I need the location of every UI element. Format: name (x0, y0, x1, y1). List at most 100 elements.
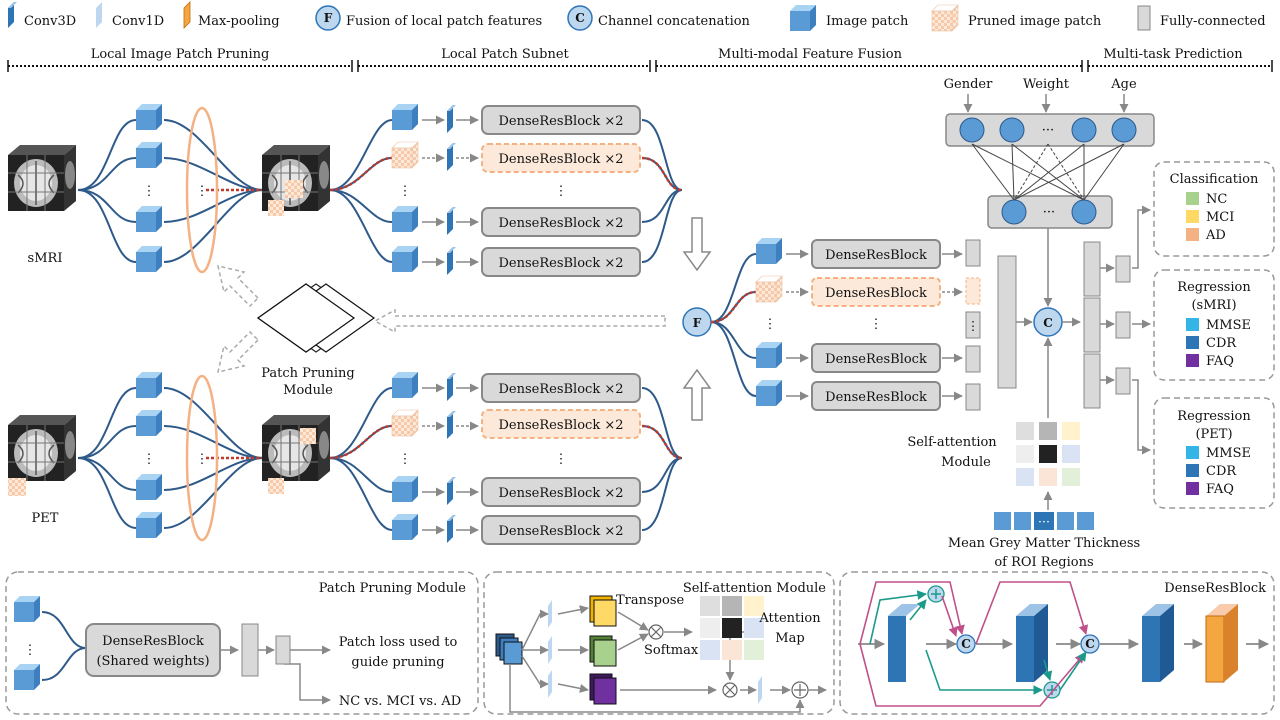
sa-label-line2: Module (941, 455, 991, 470)
ppm-label-line1: Patch Pruning (261, 366, 354, 381)
svg-text:DenseResBlock ×2: DenseResBlock ×2 (499, 418, 624, 433)
svg-text:⋮: ⋮ (764, 317, 777, 332)
up-hollow-arrow (682, 368, 712, 421)
age-label: Age (1110, 77, 1137, 92)
svg-text:DenseResBlock ×2: DenseResBlock ×2 (499, 256, 624, 271)
legend-fusion: Fusion of local patch features (346, 14, 542, 29)
svg-text:···: ··· (1043, 205, 1055, 220)
svg-text:DenseResBlock ×2: DenseResBlock ×2 (499, 486, 624, 501)
svg-text:C: C (961, 637, 971, 651)
roi-line1: Mean Grey Matter Thickness (948, 536, 1140, 551)
legend-fusion-symbol: F (324, 11, 333, 25)
smri-label: sMRI (28, 251, 63, 266)
fusion-subnet: ⋮ DenseResBlock DenseResBlock ⋮ DenseRes… (710, 238, 1033, 411)
svg-text:Regression: Regression (1177, 409, 1251, 424)
svg-text:CDR: CDR (1206, 336, 1237, 351)
svg-text:⋮: ⋮ (399, 184, 412, 199)
fusion-denseres-pruned (811, 277, 941, 307)
bottom-ppm-panel: Patch Pruning Module ⋮ DenseResBlock (Sh… (5, 571, 479, 715)
gender-label: Gender (944, 77, 993, 92)
svg-text:⋮: ⋮ (555, 184, 568, 199)
svg-text:⋮: ⋮ (196, 452, 209, 467)
svg-text:DenseResBlock: DenseResBlock (102, 634, 204, 649)
svg-text:(PET): (PET) (1195, 427, 1232, 442)
fusion-denseres-3 (811, 343, 941, 373)
section-prediction: Multi-task Prediction (1103, 47, 1243, 62)
prediction-heads: Classification NC MCI AD Regression (sMR… (1083, 161, 1275, 509)
legend-image-patch: Image patch (826, 14, 909, 29)
svg-text:MCI: MCI (1206, 210, 1234, 225)
svg-text:···: ··· (1042, 123, 1054, 138)
smri-denseres-1 (481, 105, 641, 135)
roi-line2: of ROI Regions (994, 555, 1093, 570)
self-attention-top: Self-attention Module ··· Mean Grey Matt… (907, 337, 1140, 570)
section-fusion: Multi-modal Feature Fusion (718, 47, 903, 62)
regression-pet-box (1153, 397, 1275, 509)
svg-text:FAQ: FAQ (1206, 482, 1234, 497)
svg-text:⋮: ⋮ (555, 452, 568, 467)
pet-pruned-brain (261, 414, 331, 482)
smri-pruning-ellipse (185, 106, 219, 274)
pet-branch: PET ⋮ ⋮ (7, 372, 683, 545)
svg-text:⋮: ⋮ (24, 643, 37, 658)
fc-legend-icon (1137, 5, 1151, 31)
attention-map-line1: Attention (758, 611, 821, 626)
section-pruning: Local Image Patch Pruning (91, 47, 270, 62)
svg-text:MMSE: MMSE (1206, 446, 1251, 461)
smri-denseres-pruned (481, 143, 641, 173)
svg-text:C: C (1043, 316, 1053, 330)
ppm-classes: NC vs. MCI vs. AD (339, 694, 461, 709)
bottom-drb-title: DenseResBlock (1164, 581, 1266, 596)
svg-text:···: ··· (1038, 514, 1050, 529)
legend: Conv3D Conv1D Max-pooling F Fusion of lo… (8, 1, 1266, 32)
maxpool-legend-icon (183, 1, 191, 29)
ppm-label-line2: Module (283, 383, 333, 398)
svg-text:DenseResBlock ×2: DenseResBlock ×2 (499, 216, 624, 231)
classification-title: Classification (1170, 172, 1259, 187)
pet-denseres-3 (481, 477, 641, 507)
svg-text:AD: AD (1205, 228, 1226, 243)
sa-label-line1: Self-attention (907, 435, 997, 450)
pet-denseres-pruned (481, 409, 641, 439)
svg-text:MMSE: MMSE (1206, 318, 1251, 333)
smri-denseres-3 (481, 207, 641, 237)
smri-denseres-4 (481, 247, 641, 277)
section-subnet: Local Patch Subnet (441, 47, 569, 62)
image-patch-legend-icon (790, 5, 816, 31)
pruned-patch-legend-icon (931, 4, 959, 32)
fusion-denseres-1 (811, 239, 941, 269)
svg-text:DenseResBlock: DenseResBlock (825, 286, 927, 301)
bottom-sa-panel: Self-attention Module Transp (483, 571, 835, 715)
svg-text:CDR: CDR (1206, 464, 1237, 479)
svg-text:DenseResBlock: DenseResBlock (825, 390, 927, 405)
demographic-mlp: Gender Weight Age ··· ··· (944, 77, 1155, 307)
bottom-drb-panel: DenseResBlock C C (839, 571, 1275, 715)
conv3d-legend-icon (8, 2, 17, 28)
legend-fc: Fully-connected (1160, 14, 1266, 29)
pet-denseres-1 (481, 373, 641, 403)
svg-text:⋮: ⋮ (870, 317, 883, 332)
svg-text:DenseResBlock ×2: DenseResBlock ×2 (499, 152, 624, 167)
pet-denseres-4 (481, 515, 641, 545)
transpose-label: Transpose (616, 593, 684, 608)
bottom-sa-title: Self-attention Module (683, 581, 826, 596)
legend-concat: Channel concatenation (598, 14, 751, 29)
fusion-denseres-4 (811, 381, 941, 411)
svg-text:Regression: Regression (1177, 280, 1251, 295)
svg-text:DenseResBlock ×2: DenseResBlock ×2 (499, 382, 624, 397)
smri-brain-cube (7, 144, 77, 212)
legend-conv3d: Conv3D (24, 14, 76, 29)
legend-maxpool: Max-pooling (198, 14, 280, 29)
classification-box (1153, 161, 1275, 257)
patch-pruning-module: Patch Pruning Module (216, 264, 666, 398)
bottom-ppm-title: Patch Pruning Module (319, 581, 467, 596)
patch-loss-line1: Patch loss used to (339, 635, 458, 650)
svg-text:⋮: ⋮ (399, 452, 412, 467)
svg-text:NC: NC (1206, 192, 1227, 207)
svg-text:⋮: ⋮ (967, 318, 980, 333)
svg-text:⋮: ⋮ (196, 184, 209, 199)
svg-text:DenseResBlock: DenseResBlock (825, 248, 927, 263)
legend-concat-symbol: C (575, 11, 585, 25)
svg-text:FAQ: FAQ (1206, 354, 1234, 369)
